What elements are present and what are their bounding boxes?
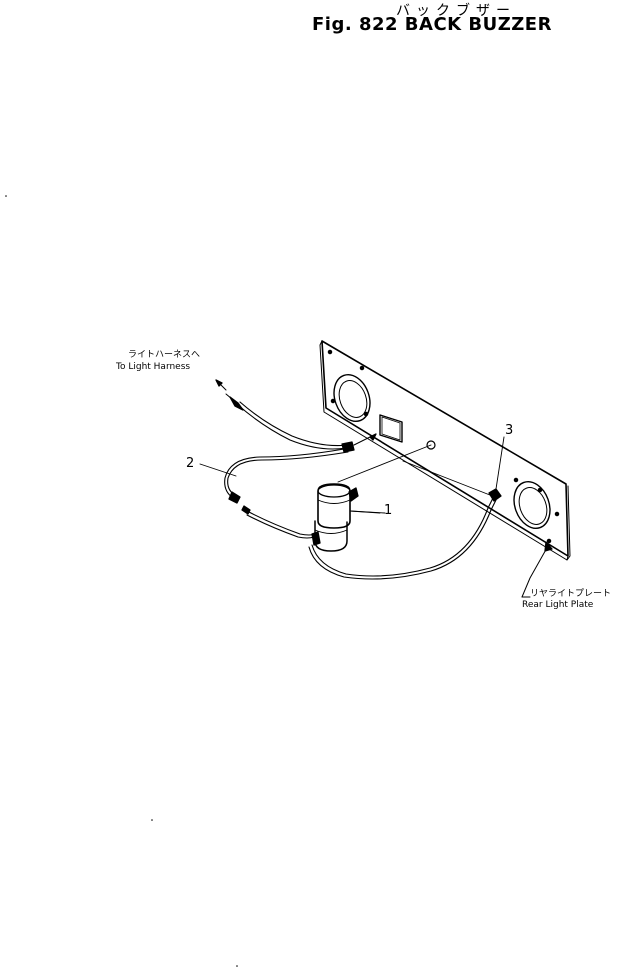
callout-1: 1 [384,503,393,518]
back-buzzer [311,483,386,552]
figure-title-jp: バックブザー [396,3,516,19]
leader-2 [199,463,237,477]
wire-harness [215,379,497,580]
connector-3 [488,436,505,502]
callout-3: 3 [505,423,514,438]
callout-2: 2 [186,456,195,471]
rear-plate-label: Rear Light Plate [522,600,594,610]
leader-rear-plate [521,545,549,598]
light-harness-label: To Light Harness [116,362,191,372]
figure-title: Fig. 822 BACK BUZZER [312,14,552,35]
rear-plate-label-jp: リヤライトプレート [530,589,612,599]
rear-light-plate [319,340,571,561]
leader-1 [349,510,381,514]
light-harness-label-jp: ライトハーネスへ [128,350,201,360]
